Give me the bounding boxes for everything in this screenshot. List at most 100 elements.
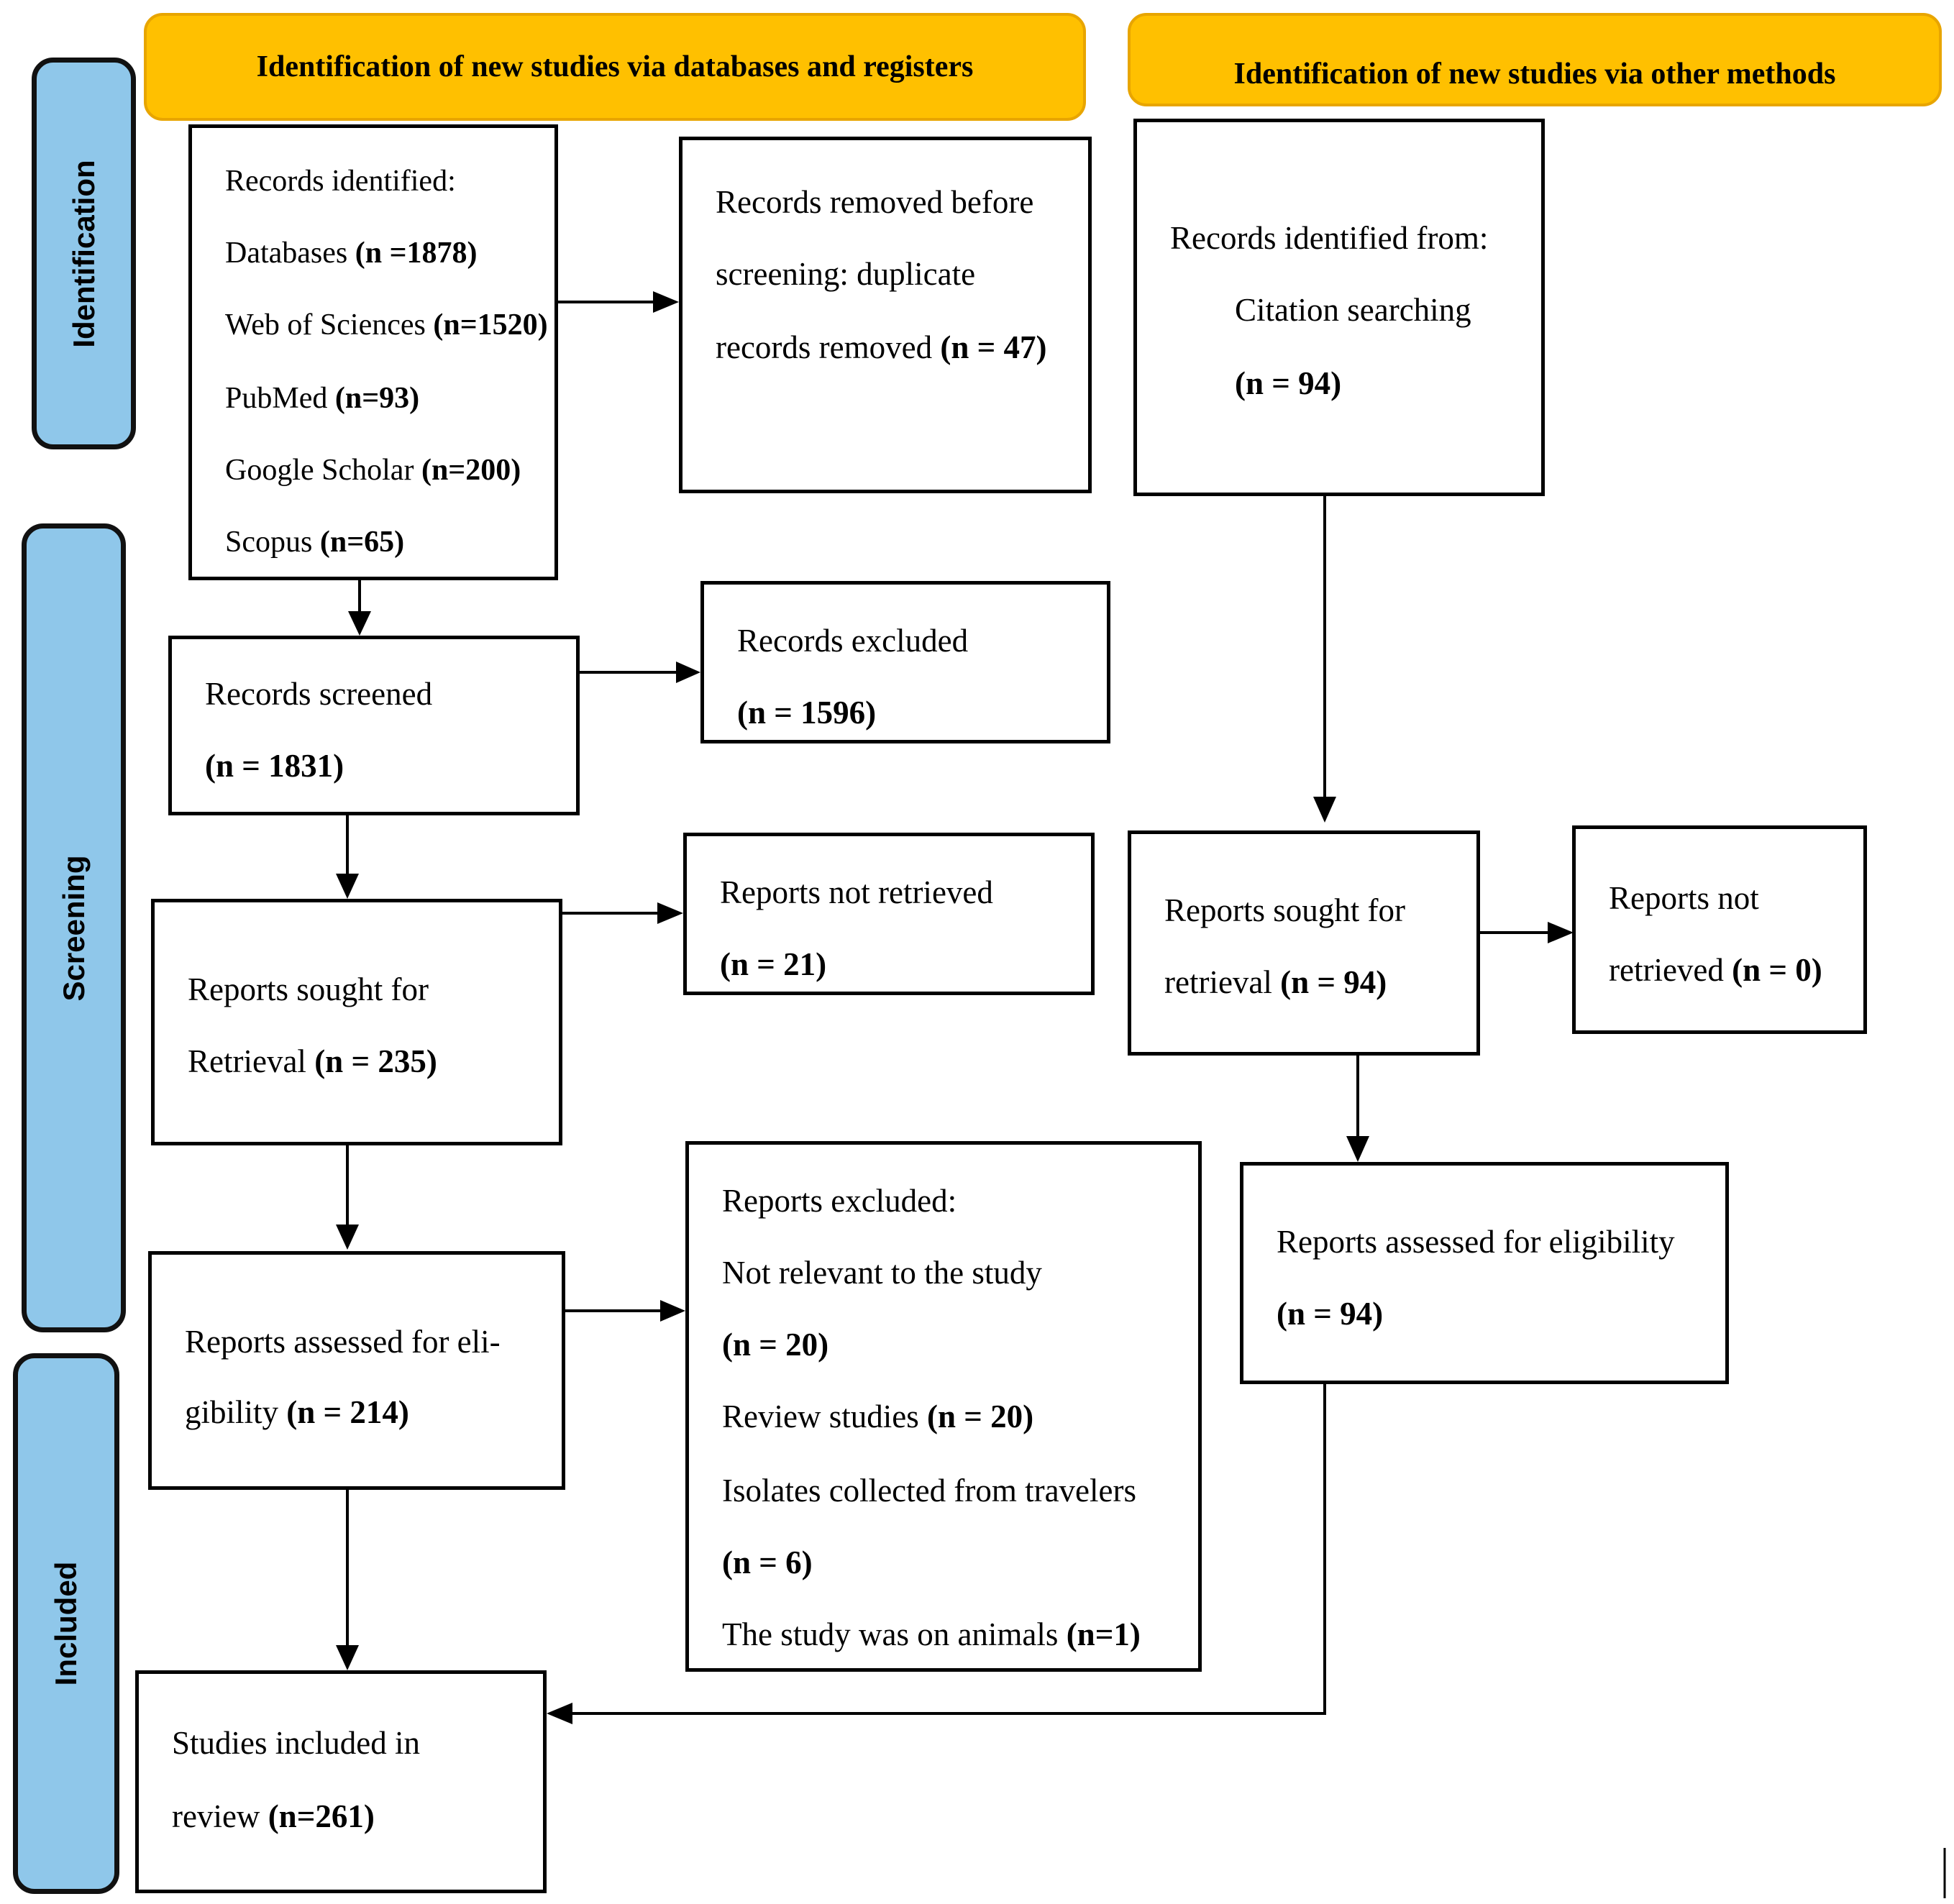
reports-sought-line1: Reports sought for <box>188 971 429 1007</box>
records-excluded-count-text: (n = 1596) <box>737 695 877 731</box>
source-count: (n=65) <box>319 526 405 559</box>
source-databases: Databases (n =1878) <box>225 236 478 270</box>
excluded-animals: The study was on animals (n=1) <box>722 1616 1141 1653</box>
records-screened-count-text: (n = 1831) <box>205 748 344 784</box>
source-label: PubMed <box>225 382 328 415</box>
reports-assessed-line2: gibility (n = 214) <box>185 1393 409 1431</box>
right-records-identified-line1: Records identified from: <box>1170 220 1489 256</box>
phase-included: Included <box>13 1353 119 1894</box>
source-count: (n =1878) <box>355 237 478 270</box>
excluded-not-relevant: Not relevant to the study <box>722 1255 1042 1291</box>
right-records-identified-box: Records identified from: Citation search… <box>1133 119 1545 496</box>
right-reports-assessed-label: Reports assessed for eligibility <box>1277 1224 1675 1260</box>
reports-assessed-line1: Reports assessed for eli- <box>185 1324 501 1360</box>
source-google-scholar: Google Scholar (n=200) <box>225 453 521 488</box>
source-count: (n=93) <box>334 382 420 415</box>
count-text: (n = 94) <box>1277 1296 1384 1332</box>
records-excluded-label: Records excluded <box>737 623 969 659</box>
reports-sought-count: (n = 235) <box>314 1043 437 1079</box>
studies-included-text: review <box>172 1798 260 1834</box>
arrow-right-assessed-to-included <box>572 1384 1326 1715</box>
right-reports-sought-line1: Reports sought for <box>1164 892 1405 928</box>
arrowhead <box>1548 922 1574 943</box>
studies-included-line2: review (n=261) <box>172 1798 375 1835</box>
right-reports-not-retrieved-line2: retrieved (n = 0) <box>1609 951 1822 989</box>
right-reports-not-retrieved-text: retrieved <box>1609 952 1724 988</box>
reports-sought-text: Retrieval <box>188 1043 306 1079</box>
records-screened-box: Records screened (n = 1831) <box>168 636 580 815</box>
excluded-travelers-count: (n = 6) <box>722 1544 813 1581</box>
records-removed-line1: Records removed before <box>716 184 1034 220</box>
arrowhead <box>1313 797 1336 823</box>
source-web-of-sciences: Web of Sciences (n=1520) <box>225 308 548 342</box>
excluded-review-count: (n = 20) <box>926 1399 1034 1434</box>
records-removed-line3: records removed (n = 47) <box>716 329 1047 366</box>
records-removed-text: records removed <box>716 329 933 365</box>
count-text: (n = 6) <box>722 1544 813 1580</box>
header-databases: Identification of new studies via databa… <box>144 13 1086 121</box>
source-label: Databases <box>225 237 348 270</box>
reports-not-retrieved-count: (n = 21) <box>720 946 826 983</box>
count-text: (n = 20) <box>722 1327 829 1363</box>
header-other-methods: Identification of new studies via other … <box>1128 13 1942 106</box>
excluded-not-relevant-count: (n = 20) <box>722 1326 828 1363</box>
source-label: Google Scholar <box>225 454 414 487</box>
arrowhead <box>653 291 679 313</box>
excluded-review-label: Review studies <box>722 1399 919 1434</box>
records-removed-box: Records removed before screening: duplic… <box>679 137 1092 493</box>
reports-sought-box: Reports sought for Retrieval (n = 235) <box>151 899 562 1145</box>
source-pubmed: PubMed (n=93) <box>225 381 419 416</box>
arrowhead <box>336 1225 359 1250</box>
source-label: Scopus <box>225 526 313 559</box>
arrowhead <box>547 1703 572 1724</box>
reports-excluded-box: Reports excluded: Not relevant to the st… <box>685 1141 1202 1672</box>
right-reports-sought-line2: retrieval (n = 94) <box>1164 964 1387 1001</box>
reports-not-retrieved-box: Reports not retrieved (n = 21) <box>683 833 1095 995</box>
excluded-review: Review studies (n = 20) <box>722 1398 1033 1435</box>
arrowhead <box>348 611 371 636</box>
reports-assessed-count: (n = 214) <box>286 1394 409 1430</box>
right-reports-not-retrieved-line1: Reports not <box>1609 880 1759 916</box>
reports-assessed-text: gibility <box>185 1394 279 1430</box>
reports-excluded-title: Reports excluded: <box>722 1183 957 1219</box>
arrowhead <box>1346 1136 1369 1162</box>
reports-not-retrieved-label: Reports not retrieved <box>720 874 993 910</box>
records-screened-count: (n = 1831) <box>205 747 344 784</box>
records-removed-count: (n = 47) <box>940 329 1047 365</box>
right-records-identified-count: (n = 94) <box>1235 365 1341 402</box>
arrowhead <box>336 1645 359 1670</box>
right-records-identified-line2: Citation searching <box>1235 292 1471 328</box>
arrowhead <box>336 874 359 899</box>
right-reports-sought-text: retrieval <box>1164 964 1272 1000</box>
excluded-animals-label: The study was on animals <box>722 1616 1059 1652</box>
studies-included-line1: Studies included in <box>172 1725 420 1761</box>
records-excluded-box: Records excluded (n = 1596) <box>700 581 1110 743</box>
right-reports-sought-box: Reports sought for retrieval (n = 94) <box>1128 830 1480 1056</box>
right-reports-not-retrieved-count: (n = 0) <box>1732 952 1822 988</box>
records-identified-box: Records identified: Databases (n =1878) … <box>188 124 558 580</box>
records-identified-title: Records identified: <box>225 165 456 198</box>
right-reports-assessed-count: (n = 94) <box>1277 1295 1383 1332</box>
source-label: Web of Sciences <box>225 308 426 342</box>
records-screened-label: Records screened <box>205 676 433 712</box>
right-reports-assessed-box: Reports assessed for eligibility (n = 94… <box>1240 1162 1729 1384</box>
reports-sought-line2: Retrieval (n = 235) <box>188 1043 437 1080</box>
phase-identification: Identification <box>32 58 136 449</box>
excluded-animals-count: (n=1) <box>1066 1616 1141 1652</box>
arrowhead <box>657 902 683 924</box>
source-count: (n=200) <box>421 454 521 487</box>
records-excluded-count: (n = 1596) <box>737 694 876 731</box>
reports-assessed-box: Reports assessed for eli- gibility (n = … <box>148 1251 565 1490</box>
arrowhead <box>660 1300 685 1322</box>
records-removed-line2: screening: duplicate <box>716 256 976 292</box>
excluded-travelers: Isolates collected from travelers <box>722 1473 1136 1509</box>
right-reports-not-retrieved-box: Reports not retrieved (n = 0) <box>1572 825 1867 1034</box>
source-scopus: Scopus (n=65) <box>225 525 404 559</box>
header-databases-text: Identification of new studies via databa… <box>256 50 974 83</box>
studies-included-box: Studies included in review (n=261) <box>135 1670 547 1893</box>
reports-not-retrieved-count-text: (n = 21) <box>720 946 827 982</box>
phase-screening: Screening <box>22 523 126 1332</box>
header-other-methods-text: Identification of new studies via other … <box>1233 58 1836 91</box>
right-reports-sought-count: (n = 94) <box>1280 964 1387 1000</box>
